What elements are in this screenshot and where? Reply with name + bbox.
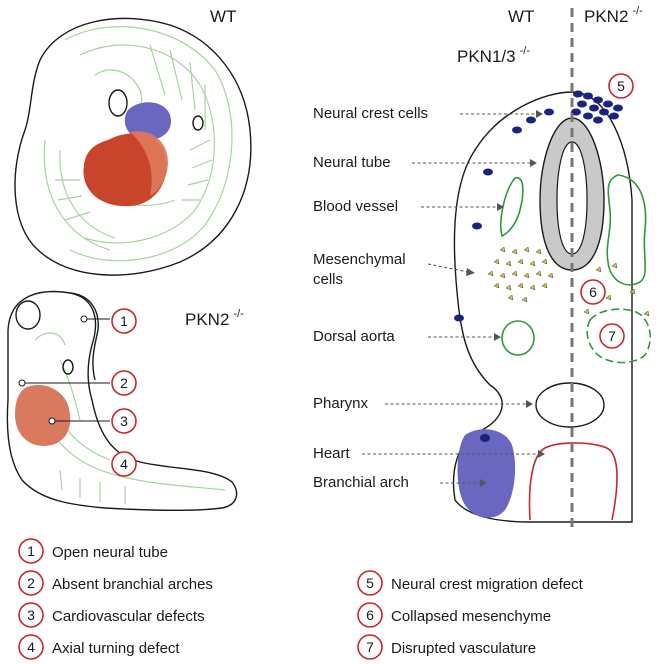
- wt-embryo-green-structures: [43, 26, 233, 262]
- label-neural-crest-cells: Neural crest cells: [313, 105, 428, 122]
- label-dorsal-aorta: Dorsal aorta: [313, 328, 395, 345]
- label-heart: Heart: [313, 445, 351, 462]
- defect-marker-3: 3: [111, 408, 137, 434]
- legend-item-5: 5 Neural crest migration defect: [357, 570, 584, 596]
- pkn2-embryo-outline: [6, 290, 238, 511]
- svg-text:6: 6: [366, 607, 374, 623]
- mesenchymal-cells-pkn2: [583, 262, 650, 317]
- svg-text:5: 5: [617, 78, 625, 94]
- legend-item-3: 3 Cardiovascular defects: [18, 602, 205, 628]
- svg-text:1: 1: [27, 543, 35, 559]
- branchial-arch-wt: [457, 429, 516, 518]
- defect-marker-5: 5: [608, 73, 634, 99]
- pharynx: [535, 382, 605, 428]
- blood-vessel-pkn2: [606, 174, 647, 286]
- defect-marker-7: 7: [599, 323, 625, 349]
- label-pharynx: Pharynx: [313, 395, 369, 412]
- wt-embryo-outline: [14, 17, 252, 276]
- pkn2-embryo-title: PKN2-/-: [185, 308, 244, 329]
- svg-text:6: 6: [589, 284, 597, 300]
- svg-text:Open neural tube: Open neural tube: [52, 544, 168, 561]
- svg-text:Neural crest migration defect: Neural crest migration defect: [391, 576, 584, 593]
- pkn2-otic-vesicle: [62, 359, 74, 375]
- label-neural-tube: Neural tube: [313, 154, 391, 171]
- label-branchial-arch: Branchial arch: [313, 474, 409, 491]
- pkn2-embryo: [6, 290, 238, 511]
- svg-text:3: 3: [27, 607, 35, 623]
- wt-branchial-arch: [124, 102, 171, 141]
- svg-text:Axial turning defect: Axial turning defect: [52, 640, 180, 657]
- heart-pkn2: [528, 442, 618, 521]
- blood-vessel-wt: [500, 177, 524, 238]
- pkn2-eye: [15, 300, 41, 330]
- legend-item-1: 1 Open neural tube: [18, 538, 168, 564]
- svg-text:5: 5: [366, 575, 374, 591]
- pkn2-neural-fold: [69, 292, 99, 381]
- svg-text:Cardiovascular defects: Cardiovascular defects: [52, 608, 205, 625]
- arrow-mesenchymal-cells: [427, 263, 469, 273]
- wt-eye: [108, 89, 128, 117]
- neural-crest-cells-pkn2: [571, 90, 623, 124]
- label-mesenchymal: Mesenchymal: [313, 251, 406, 268]
- neural-crest-cell-arch: [480, 434, 490, 442]
- neural-crest-cells-wt: [454, 108, 554, 322]
- dorsal-aorta-pkn2: [586, 308, 652, 364]
- svg-text:2: 2: [27, 575, 35, 591]
- svg-text:7: 7: [366, 639, 374, 655]
- wt-embryo: [14, 17, 252, 276]
- label-mesenchymal-cells: cells: [313, 271, 343, 288]
- pointer-dot-3: [48, 417, 56, 425]
- mesenchymal-cells-wt: [487, 246, 554, 303]
- svg-text:Disrupted vasculature: Disrupted vasculature: [391, 640, 536, 657]
- wt-embryo-title: WT: [210, 7, 236, 26]
- cross-section: [452, 8, 652, 530]
- pointer-dot-1: [80, 315, 88, 323]
- defect-marker-1: 1: [111, 308, 137, 334]
- defect-marker-2: 2: [111, 370, 137, 396]
- defect-marker-4: 4: [111, 451, 137, 477]
- svg-text:4: 4: [120, 456, 128, 472]
- legend-item-4: 4 Axial turning defect: [18, 634, 180, 660]
- pkn2-heart: [15, 384, 71, 446]
- svg-text:Collapsed mesenchyme: Collapsed mesenchyme: [391, 608, 551, 625]
- wt-heart-highlight: [130, 131, 168, 196]
- dorsal-aorta-wt: [501, 320, 535, 356]
- svg-text:3: 3: [120, 413, 128, 429]
- legend: 1 Open neural tube 2 Absent branchial ar…: [18, 538, 584, 660]
- section-pkn13-title: PKN1/3-/-: [457, 45, 530, 66]
- section-pkn2-title: PKN2-/-: [584, 5, 643, 26]
- legend-item-7: 7 Disrupted vasculature: [357, 634, 536, 660]
- defect-marker-6: 6: [580, 279, 606, 305]
- legend-item-2: 2 Absent branchial arches: [18, 570, 213, 596]
- svg-text:Absent branchial arches: Absent branchial arches: [52, 576, 213, 593]
- svg-text:7: 7: [608, 328, 616, 344]
- section-wt-title: WT: [508, 7, 534, 26]
- label-blood-vessel: Blood vessel: [313, 198, 398, 215]
- wt-otic-vesicle: [192, 115, 204, 131]
- svg-text:1: 1: [120, 313, 128, 329]
- legend-item-6: 6 Collapsed mesenchyme: [357, 602, 551, 628]
- svg-text:4: 4: [27, 639, 35, 655]
- svg-text:2: 2: [120, 375, 128, 391]
- pointer-dot-2: [18, 379, 26, 387]
